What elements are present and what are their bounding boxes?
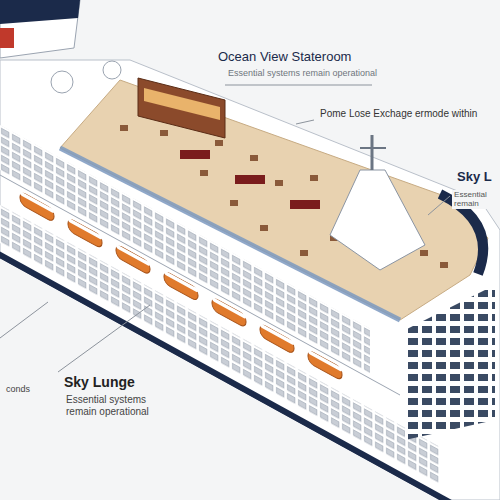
leader-lines — [0, 85, 450, 372]
mast — [371, 135, 374, 170]
callout-note: Essential systems remain operational — [64, 394, 168, 417]
callout-title: Sky Lunge — [62, 374, 137, 390]
callout-title: Sky L — [455, 170, 494, 185]
pool-deck — [60, 80, 488, 320]
radome — [103, 61, 121, 79]
callout-note: Essential remain — [452, 190, 498, 209]
mast-structure — [330, 170, 425, 270]
flag — [0, 28, 14, 48]
mast-arm — [360, 147, 386, 149]
restaurant-windows — [144, 88, 220, 120]
glass-rail — [60, 148, 400, 320]
callout-note: conds — [4, 384, 32, 394]
hull-side — [0, 125, 500, 500]
restaurant — [138, 78, 225, 138]
bridge-windows — [405, 285, 495, 440]
callout-note: Essential systems remain operational — [226, 68, 379, 78]
funnel — [0, 0, 80, 58]
funnel-top — [0, 0, 80, 24]
callout-title: Pome Lose Exchage ermode within — [318, 108, 479, 120]
radome — [51, 71, 73, 93]
callout-title: Ocean View Stateroom — [216, 50, 353, 65]
